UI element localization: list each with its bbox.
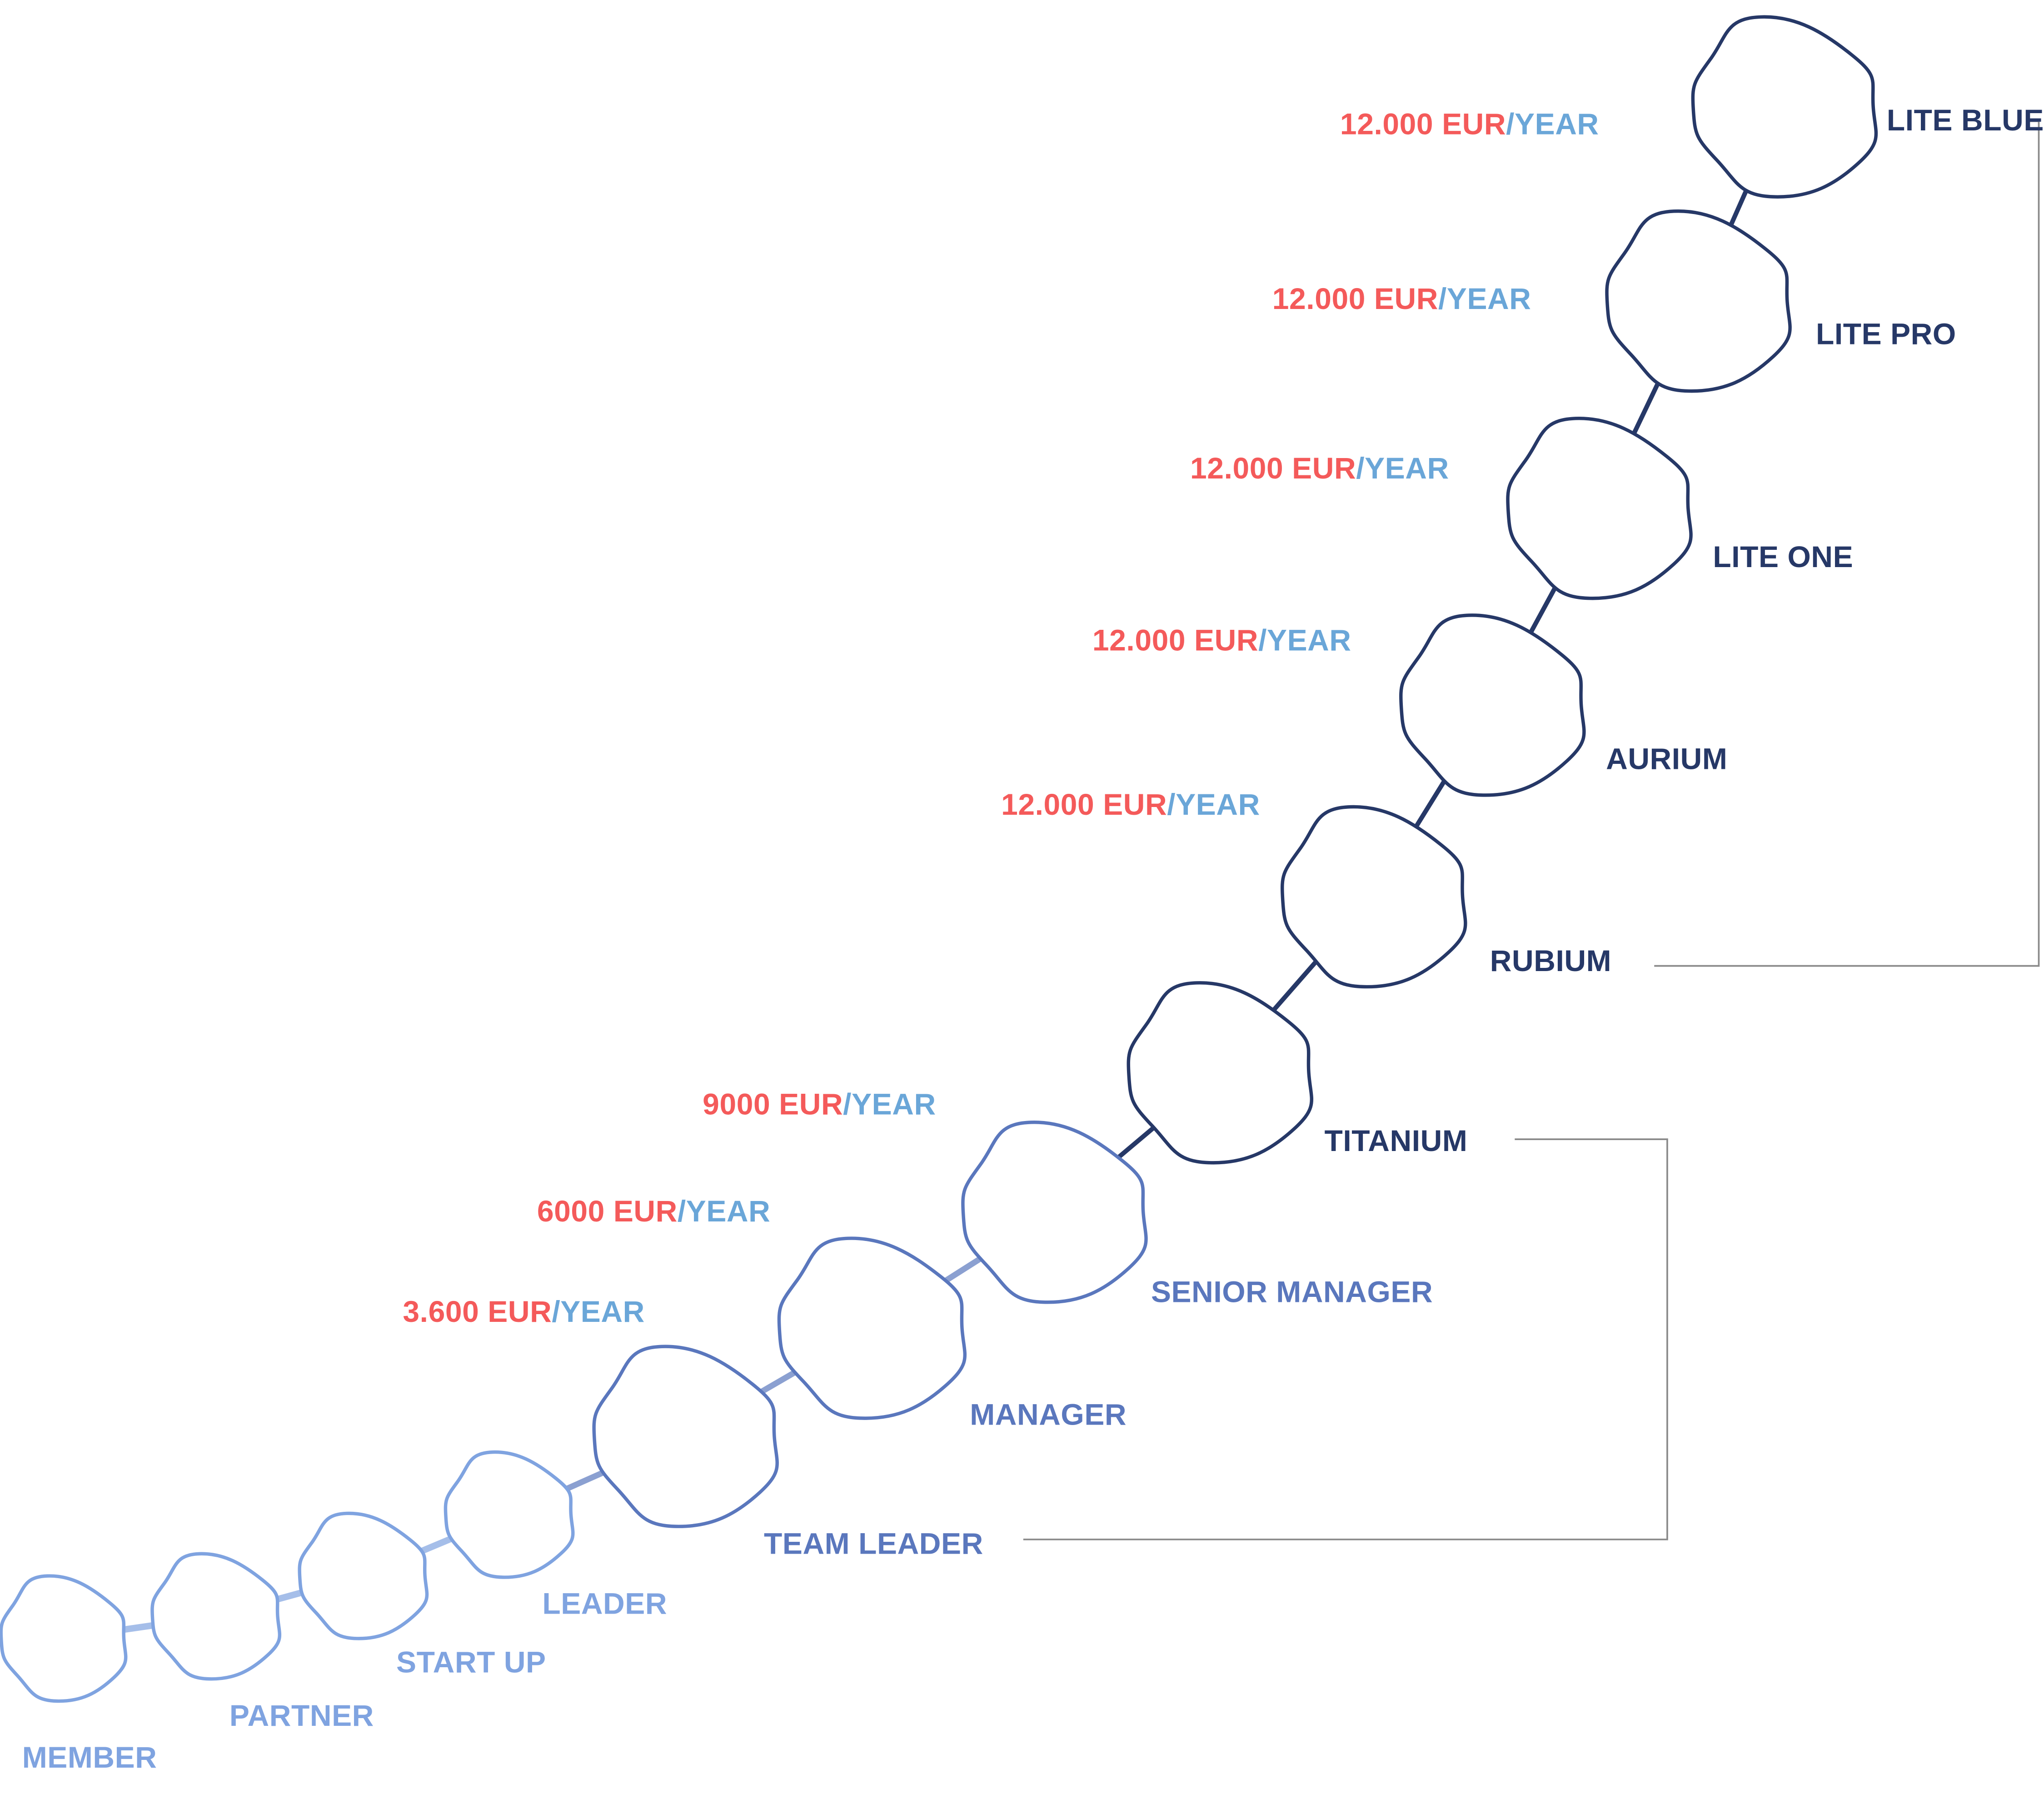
price-amount: 12.000 EUR [1001, 787, 1167, 822]
level-badge-aurium [1399, 613, 1586, 797]
bracket-team-leader-titanium [1023, 1138, 1668, 1540]
level-label-lite-pro: LITE PRO [1815, 317, 1956, 351]
price-amount: 6000 EUR [537, 1194, 678, 1228]
level-badge-lite-one [1506, 417, 1693, 600]
level-badge-rubium [1280, 805, 1467, 989]
price-amount: 12.000 EUR [1340, 107, 1506, 141]
level-badge-manager [777, 1236, 967, 1420]
price-amount: 12.000 EUR [1272, 281, 1438, 316]
price-label-lite-pro: 12.000 EUR/YEAR [1272, 284, 1531, 314]
bracket-rubium-lite-blue [1654, 120, 2040, 967]
price-unit: /YEAR [1438, 281, 1531, 316]
level-badge-member [0, 1574, 128, 1703]
level-badge-team-leader [592, 1345, 779, 1528]
level-badge-lite-pro [1605, 209, 1792, 393]
price-amount: 12.000 EUR [1092, 623, 1259, 657]
level-label-rubium: RUBIUM [1490, 943, 1612, 978]
level-label-partner: PARTNER [229, 1698, 374, 1733]
price-label-senior-manager: 9000 EUR/YEAR [703, 1087, 936, 1121]
price-amount: 3.600 EUR [403, 1294, 552, 1329]
level-label-manager: MANAGER [970, 1397, 1127, 1431]
level-label-start-up: START UP [396, 1645, 546, 1679]
price-unit: /YEAR [677, 1194, 771, 1228]
price-unit: /YEAR [1506, 107, 1599, 141]
level-badge-senior-manager [961, 1121, 1148, 1304]
level-label-lite-blue: LITE BLUE [1886, 103, 2044, 137]
price-unit: /YEAR [1167, 787, 1260, 822]
level-label-member: MEMBER [22, 1740, 157, 1774]
price-amount: 9000 EUR [703, 1087, 843, 1121]
price-label-lite-one: 12.000 EUR/YEAR [1190, 453, 1449, 483]
price-unit: /YEAR [843, 1087, 936, 1121]
price-unit: /YEAR [1258, 623, 1351, 657]
level-label-team-leader: TEAM LEADER [763, 1526, 983, 1560]
level-badge-partner [150, 1552, 282, 1681]
price-label-manager: 6000 EUR/YEAR [537, 1196, 771, 1226]
price-unit: /YEAR [1356, 451, 1449, 485]
level-label-senior-manager: SENIOR MANAGER [1151, 1275, 1433, 1309]
level-label-aurium: AURIUM [1606, 742, 1728, 776]
price-label-aurium: 12.000 EUR/YEAR [1092, 623, 1351, 657]
price-label-lite-blue: 12.000 EUR/YEAR [1340, 107, 1599, 141]
level-badge-leader [444, 1450, 575, 1579]
price-unit: /YEAR [552, 1294, 645, 1329]
price-label-rubium: 12.000 EUR/YEAR [1001, 787, 1260, 822]
price-label-team-leader: 3.600 EUR/YEAR [403, 1294, 645, 1329]
price-amount: 12.000 EUR [1190, 451, 1356, 485]
level-label-leader: LEADER [542, 1586, 668, 1620]
level-badge-titanium [1127, 981, 1314, 1165]
level-label-titanium: TITANIUM [1324, 1123, 1468, 1158]
level-label-lite-one: LITE ONE [1713, 539, 1854, 574]
level-badge-start-up [298, 1511, 429, 1640]
level-badge-lite-blue [1691, 15, 1878, 199]
